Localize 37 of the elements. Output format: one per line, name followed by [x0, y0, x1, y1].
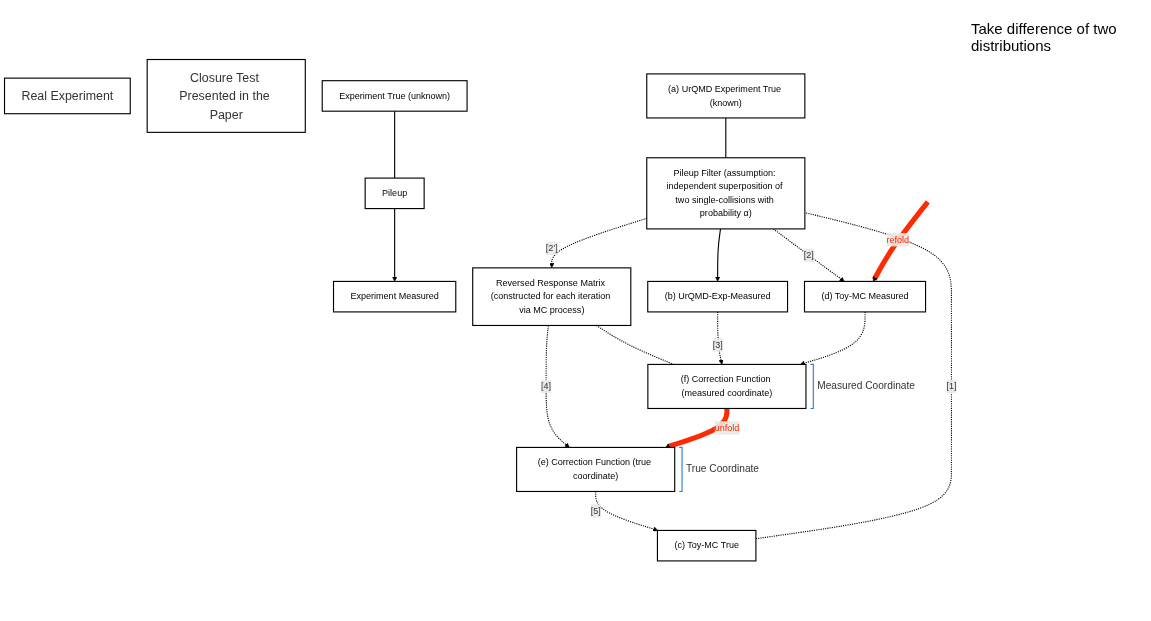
connector	[394, 110, 396, 179]
note-text: Take difference of two distributions	[971, 20, 1118, 54]
node-box: (e) Correction Function (true coordinate)	[516, 447, 676, 493]
node-box: Pileup	[364, 177, 425, 210]
arrow	[772, 228, 845, 282]
bracket-label: Measured Coordinate	[817, 380, 915, 392]
node-box: Experiment True (unknown)	[321, 80, 468, 113]
edge-label: refold	[886, 235, 910, 245]
connector	[595, 325, 675, 366]
arrow	[715, 228, 722, 282]
node-box: Reversed Response Matrix (constructed for each iteration via MC process)	[472, 267, 632, 327]
node-box: (a) UrQMD Experiment True (known)	[646, 73, 806, 119]
edge-label: [5]	[590, 506, 601, 516]
node-box: (f) Correction Function (measured coordinate)	[647, 364, 807, 410]
arrow	[545, 325, 570, 448]
node-box: Closure Test Presented in the Paper	[146, 59, 306, 134]
edge-label: [3]	[712, 340, 723, 350]
node-box: (d) Toy-MC Measured	[803, 281, 927, 313]
arrow	[872, 200, 930, 282]
bracket-label: True Coordinate	[686, 463, 759, 475]
edge-label: unfold	[714, 423, 740, 433]
arrow	[799, 311, 866, 366]
node-box: Pileup Filter (assumption: independent superposition of two single-collisions with probability α)	[646, 157, 806, 230]
arrow	[595, 491, 659, 532]
arrow	[392, 208, 398, 282]
arrow	[665, 408, 730, 450]
node-box: Real Experiment	[3, 77, 131, 115]
connector	[725, 117, 727, 159]
node-box: (b) UrQMD-Exp-Measured	[647, 281, 789, 313]
edge-label: [1]	[946, 381, 957, 392]
arrow	[717, 311, 724, 365]
node-box: Experiment Measured	[332, 281, 457, 313]
node-box: (c) Toy-MC True	[656, 530, 757, 562]
edge-label: [2]	[803, 250, 814, 261]
connector	[755, 212, 952, 540]
edge-label: [2’]	[545, 243, 558, 254]
edge-label: [4]	[541, 381, 552, 392]
